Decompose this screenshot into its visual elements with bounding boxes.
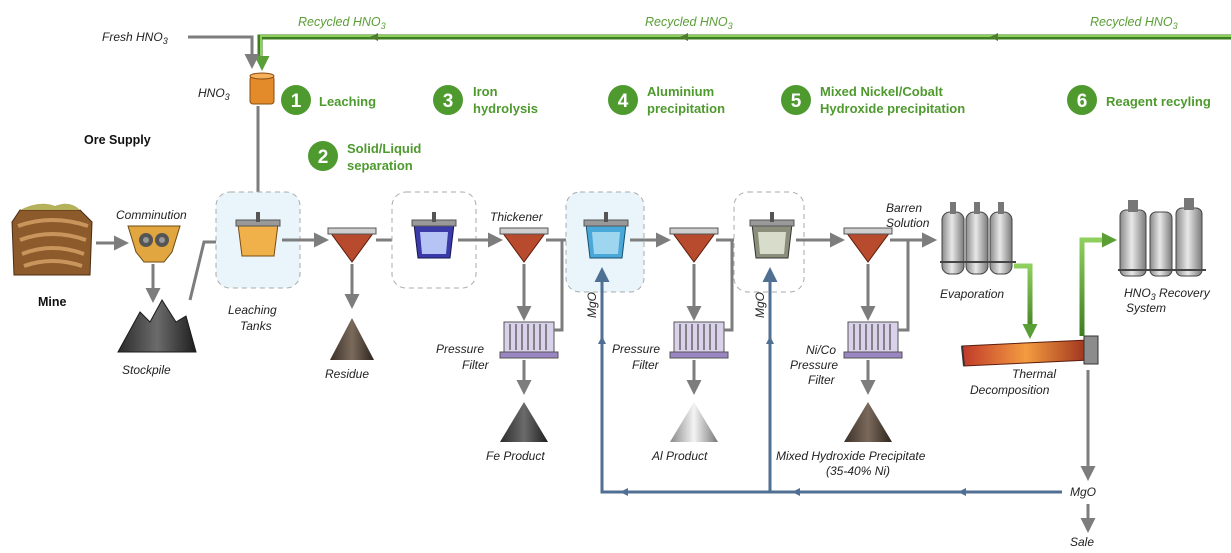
ore-supply-label: Ore Supply <box>84 133 151 147</box>
stage-number: 1 <box>291 91 302 112</box>
stage-subtitle: separation <box>347 158 413 173</box>
evaporation-columns-icon <box>940 202 1016 275</box>
thermal-label-1: Thermal <box>1012 367 1056 381</box>
al-product-pile-icon <box>670 402 718 442</box>
pressure-filter-1-label-1: Pressure <box>436 342 484 356</box>
mine-label: Mine <box>38 295 67 309</box>
thickener-1-icon <box>327 227 377 263</box>
stockpile-label: Stockpile <box>122 363 171 377</box>
recovery-system-label-1: HNO3 Recovery <box>1124 286 1211 302</box>
stage-title: Mixed Nickel/Cobalt <box>820 84 943 99</box>
pressure-filter-2-icon <box>669 321 729 359</box>
stockpile-icon <box>117 299 197 353</box>
mhp-label-1: Mixed Hydroxide Precipitate <box>776 449 926 463</box>
mgo-recycle-line <box>594 267 1096 533</box>
recycled-hno3-line <box>254 33 1231 71</box>
fresh-hno3-line <box>188 35 260 69</box>
mgo-label: MgO <box>1070 485 1096 499</box>
barren-solution-label-2: Solution <box>886 216 930 230</box>
pressure-filter-1-icon <box>499 321 559 359</box>
residue-pile-icon <box>330 318 374 360</box>
hno3-tank <box>249 72 275 105</box>
mine-icon <box>11 203 93 276</box>
sale-label: Sale <box>1070 535 1094 548</box>
nico-filter-label-1: Ni/Co <box>806 343 836 357</box>
stage-number: 6 <box>1077 91 1088 112</box>
thickener-label: Thickener <box>490 210 544 224</box>
aluminium-precipitation-tank-icon <box>583 212 629 259</box>
stage-badge-2: 2 Solid/Liquid separation <box>308 141 421 173</box>
mgo-feed-label-2: MgO <box>753 292 767 318</box>
stage-title: Leaching <box>319 94 376 109</box>
recovery-system-label-2: System <box>1126 301 1166 315</box>
hno3-tank-label: HNO3 <box>198 86 230 102</box>
evaporator-to-kiln-pipe <box>1014 263 1033 334</box>
residue-label: Residue <box>325 367 369 381</box>
stage-badge-4: 4 Aluminium precipitation <box>608 84 725 116</box>
pressure-filter-2-label-1: Pressure <box>612 342 660 356</box>
nico-filter-label-2: Pressure <box>790 358 838 372</box>
nico-pressure-filter-icon <box>843 321 903 359</box>
stage-number: 2 <box>318 147 329 168</box>
comminution-crusher-icon <box>127 225 181 263</box>
stage-number: 4 <box>618 91 629 112</box>
stage-number: 5 <box>791 91 802 112</box>
leaching-tank-icon <box>235 212 281 257</box>
stage-title: Solid/Liquid <box>347 141 421 156</box>
recycled-label-1: Recycled HNO3 <box>298 15 386 31</box>
stage-title: Iron <box>473 84 498 99</box>
thermal-decomposition-kiln-icon <box>961 335 1099 367</box>
fe-product-pile-icon <box>500 402 548 442</box>
iron-hydrolysis-tank-icon <box>411 212 457 259</box>
thickener-2-icon <box>499 227 549 263</box>
nico-filter-label-3: Filter <box>808 373 836 387</box>
thickener-4-icon <box>843 227 893 263</box>
comminution-label: Comminution <box>116 208 187 222</box>
recycled-label-3: Recycled HNO3 <box>1090 15 1178 31</box>
thermal-label-2: Decomposition <box>970 383 1050 397</box>
stage-number: 3 <box>443 91 454 112</box>
mhp-label-2: (35-40% Ni) <box>826 464 890 478</box>
stage-badge-6: 6 Reagent recyling <box>1067 85 1211 115</box>
mhp-pile-icon <box>844 402 892 442</box>
stage-badge-5: 5 Mixed Nickel/Cobalt Hydroxide precipit… <box>781 84 965 116</box>
kiln-to-recovery-pipe <box>1079 237 1112 336</box>
stage-title: Reagent recyling <box>1106 94 1211 109</box>
barren-solution-arrow <box>898 232 937 332</box>
stage-badge-1: 1 Leaching <box>281 85 376 115</box>
stage-subtitle: hydrolysis <box>473 101 538 116</box>
stage-badge-3: 3 Iron hydrolysis <box>433 84 538 116</box>
pressure-filter-1-label-2: Filter <box>462 358 490 372</box>
al-product-label: Al Product <box>651 449 708 463</box>
fresh-hno3-label: Fresh HNO3 <box>102 30 168 46</box>
stage-subtitle: Hydroxide precipitation <box>820 101 965 116</box>
stage-title: Aluminium <box>647 84 714 99</box>
mgo-feed-label-1: MgO <box>585 292 599 318</box>
pressure-filter-2-label-2: Filter <box>632 358 660 372</box>
evaporation-label: Evaporation <box>940 287 1004 301</box>
recycled-label-2: Recycled HNO3 <box>645 15 733 31</box>
stage-subtitle: precipitation <box>647 101 725 116</box>
leaching-tanks-label-1: Leaching <box>228 303 277 317</box>
hno3-recovery-system-icon <box>1118 198 1206 277</box>
leaching-tanks-label-2: Tanks <box>240 319 272 333</box>
mhp-precipitation-tank-icon <box>749 212 795 259</box>
barren-solution-label-1: Barren <box>886 201 922 215</box>
fe-product-label: Fe Product <box>486 449 545 463</box>
thickener-3-icon <box>669 227 719 263</box>
